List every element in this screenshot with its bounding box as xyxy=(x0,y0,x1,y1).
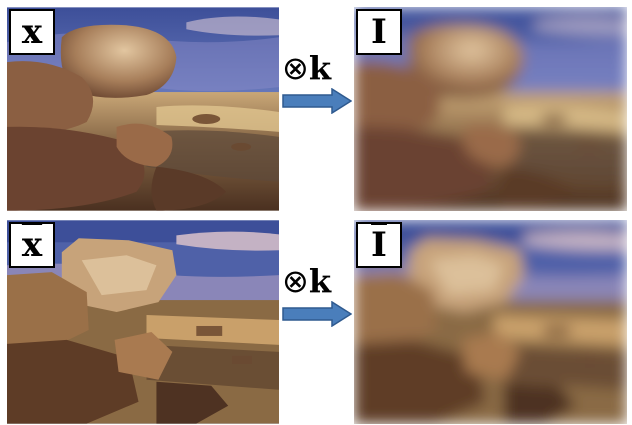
kernel-label: k xyxy=(308,49,331,87)
sharp-image-label: x xyxy=(9,9,55,55)
convolution-operator-bottom: ⊗k xyxy=(282,263,352,363)
sharp-image-panel: x xyxy=(7,7,279,211)
right-arrow-icon xyxy=(282,301,352,327)
right-arrow-icon xyxy=(282,88,352,114)
blurred-image-label: I xyxy=(356,9,402,55)
segmented-sharp-image-panel: x xyxy=(7,220,279,424)
blurred-segmented-image-label: I xyxy=(356,222,402,268)
segmented-sharp-image-label: x xyxy=(9,222,55,268)
kernel-label: k xyxy=(308,262,331,300)
convolution-operator-top: ⊗k xyxy=(282,50,352,150)
convolution-otimes-icon: ⊗ xyxy=(282,49,309,87)
blurred-segmented-image-panel: I xyxy=(354,220,627,424)
convolution-otimes-icon: ⊗ xyxy=(282,262,309,300)
blurred-image-panel: I xyxy=(354,7,627,211)
